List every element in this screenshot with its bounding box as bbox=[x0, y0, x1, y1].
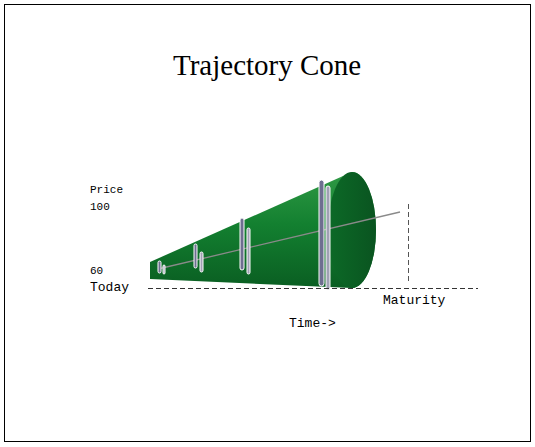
axis-label: Today bbox=[90, 281, 129, 295]
cone-body bbox=[150, 172, 376, 288]
axis-label: Time-> bbox=[289, 317, 336, 331]
axis-label: Price bbox=[90, 184, 123, 196]
slide-border bbox=[5, 5, 531, 442]
time-axis bbox=[148, 288, 478, 289]
tick-value: 60 bbox=[90, 265, 103, 277]
cone-end bbox=[328, 172, 376, 288]
axis-label: Maturity bbox=[383, 294, 445, 308]
trend-line bbox=[158, 212, 400, 269]
tick-value: 100 bbox=[90, 201, 110, 213]
slide-title: Trajectory Cone bbox=[173, 50, 361, 82]
maturity-line bbox=[408, 204, 409, 282]
distribution-bars bbox=[158, 180, 330, 290]
